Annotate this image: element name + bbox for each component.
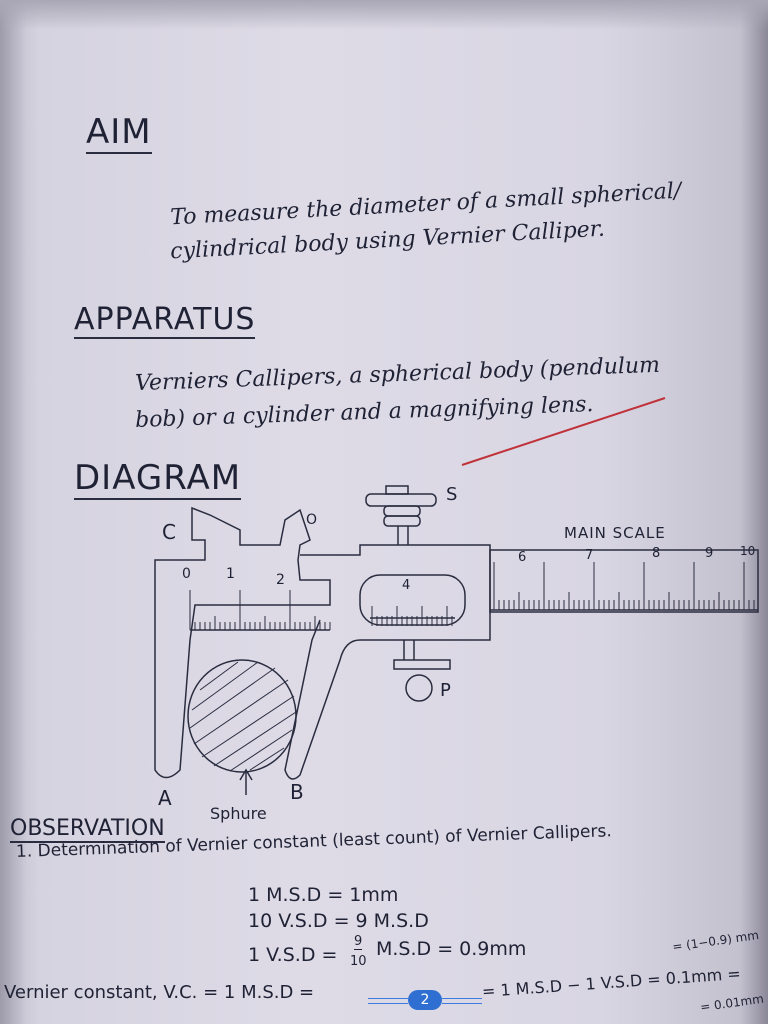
sphere-label: Sphure [210,804,267,823]
jaw-tick-0: 0 [182,566,191,582]
main-tick-6: 6 [518,550,527,565]
vernier-label-4: 4 [402,578,411,593]
jaw-tick-2: 2 [276,572,285,588]
fixed-jaw [154,506,331,779]
main-tick-7: 7 [585,548,594,563]
equation-fraction-num: 9 [354,934,363,950]
screw-p [393,640,451,702]
label-b: B [290,780,304,804]
label-s: S [446,484,458,505]
main-tick-10: 10 [740,544,756,558]
red-strike-line [461,397,666,466]
equation-fraction-den: 10 [350,954,367,969]
equation-vsd: 10 V.S.D = 9 M.S.D [248,910,429,932]
equation-1vsd-right: M.S.D = 0.9mm [376,938,527,960]
main-tick-9: 9 [705,546,714,561]
page-shadow [0,0,768,30]
sphere [187,659,297,773]
aim-heading: AIM [86,112,152,154]
label-o: O [306,512,318,528]
equation-msd: 1 M.S.D = 1mm [248,884,399,906]
main-scale-bar [489,549,759,613]
main-scale-label: MAIN SCALE [564,524,666,542]
jaw-tick-1: 1 [226,566,235,582]
main-tick-8: 8 [652,546,661,561]
screw-s [365,485,437,545]
equation-1vsd-left: 1 V.S.D = [248,944,338,966]
apparatus-heading: APPARATUS [74,302,256,339]
page-number-line-right [442,998,482,1004]
label-a: A [158,786,172,810]
vernier-constant-left: Vernier constant, V.C. = 1 M.S.D = [4,982,315,1003]
observation-heading: OBSERVATION [10,816,165,843]
label-c: C [162,520,176,544]
page-number-line-left [368,998,408,1004]
label-p: P [440,680,451,701]
sphere-arrowhead [239,768,253,781]
notebook-edge [0,0,26,1024]
page-number-badge: 2 [408,990,442,1010]
sliding-jaw [284,544,491,780]
diagram-heading: DIAGRAM [74,458,242,500]
